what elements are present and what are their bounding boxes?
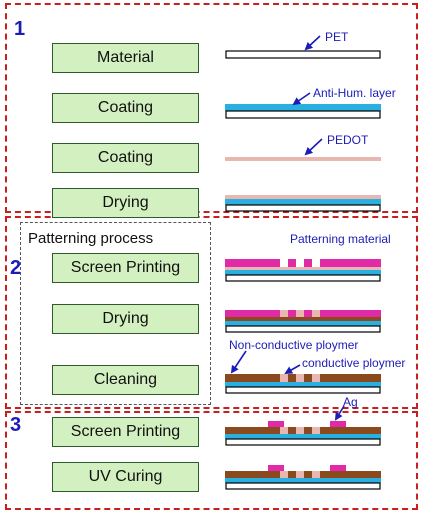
step-cleaning: Cleaning xyxy=(52,365,199,395)
arrow-conductive xyxy=(284,364,301,374)
step-coating-anti-hum: Coating xyxy=(52,93,199,123)
stack-anti-hum xyxy=(225,104,381,119)
ag-left xyxy=(268,465,284,471)
conductive-2 xyxy=(296,374,304,382)
step-screen-printing-2: Screen Printing xyxy=(52,417,199,447)
stack-screen-printed xyxy=(225,259,381,282)
label-non-conductive: Non-conductive ploymer xyxy=(229,338,359,352)
patterning-process-title: Patterning process xyxy=(28,230,154,247)
conductive-3 xyxy=(312,374,320,382)
patterning-process-group xyxy=(20,222,211,405)
patterning-material-mid2 xyxy=(304,259,312,267)
arrow-anti-hum xyxy=(292,92,311,106)
label-pet: PET xyxy=(325,30,349,44)
pet-layer xyxy=(225,386,381,394)
anti-hum-layer xyxy=(225,321,381,326)
label-pedot: PEDOT xyxy=(327,133,369,147)
non-conductive-left xyxy=(225,374,280,382)
anti-hum-layer xyxy=(225,199,381,205)
pet-layer xyxy=(225,50,381,59)
ag-right xyxy=(330,421,346,427)
section-2-number: 2 xyxy=(10,257,22,279)
patterning-material-mid1 xyxy=(288,259,296,267)
stack-dried xyxy=(225,195,381,212)
label-patterning-material: Patterning material xyxy=(290,232,391,246)
pet-layer xyxy=(225,274,381,282)
section-3-frame xyxy=(5,411,418,510)
stack-cleaned xyxy=(225,374,381,394)
anti-hum-layer xyxy=(225,382,381,387)
stack-pedot-coating xyxy=(225,157,381,161)
anti-hum-layer xyxy=(225,104,381,111)
section-1-number: 1 xyxy=(14,18,26,40)
label-ag: Ag xyxy=(343,395,358,409)
ag-left xyxy=(268,421,284,427)
pet-layer xyxy=(225,204,381,212)
section-3-number: 3 xyxy=(10,414,22,436)
pet-layer xyxy=(225,110,381,119)
patterning-material-right xyxy=(320,259,381,267)
stack-pet xyxy=(225,50,381,59)
anti-hum-layer xyxy=(225,270,381,275)
anti-hum-layer xyxy=(225,434,381,439)
pet-layer xyxy=(225,438,381,446)
pet-layer xyxy=(225,482,381,490)
step-screen-printing-1: Screen Printing xyxy=(52,253,199,283)
label-conductive: conductive ploymer xyxy=(302,356,406,370)
step-drying-2: Drying xyxy=(52,304,199,334)
step-uv-curing: UV Curing xyxy=(52,462,199,492)
pedot-layer xyxy=(225,195,381,199)
step-drying-1: Drying xyxy=(52,188,199,218)
arrow-pet xyxy=(304,35,321,51)
stack-ag-printed xyxy=(225,421,381,446)
pet-layer xyxy=(225,325,381,333)
stack-uv-cured xyxy=(225,465,381,490)
step-material: Material xyxy=(52,43,199,73)
pedot-layer xyxy=(225,267,381,270)
anti-hum-layer xyxy=(225,478,381,483)
pedot-layer xyxy=(225,157,381,161)
arrow-non-conductive xyxy=(230,350,247,374)
conductive-1 xyxy=(280,374,288,382)
arrow-pedot xyxy=(304,138,323,156)
label-anti-hum: Anti-Hum. layer xyxy=(313,86,396,100)
stack-dried-pattern xyxy=(225,310,381,333)
section-1-frame xyxy=(5,3,418,213)
non-conductive-right xyxy=(320,374,381,382)
patterning-material-left xyxy=(225,259,280,267)
arrow-ag xyxy=(334,405,345,421)
ag-right xyxy=(330,465,346,471)
section-2-frame xyxy=(5,216,418,409)
step-coating-pedot: Coating xyxy=(52,143,199,173)
